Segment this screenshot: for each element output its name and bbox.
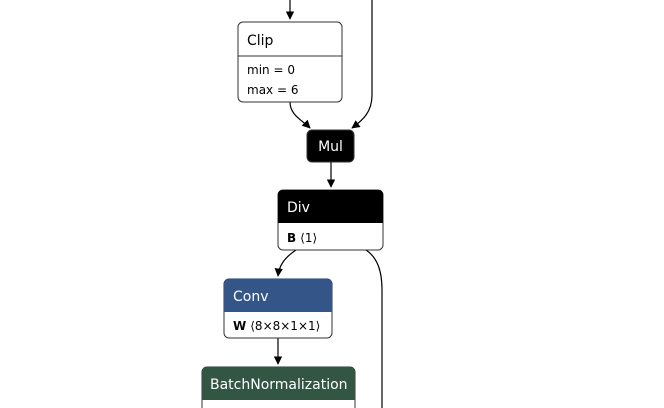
attr-max-name: max: [247, 83, 273, 97]
node-div-input-b: B ⟨1⟩: [287, 231, 317, 245]
attr-max-value: 6: [291, 83, 299, 97]
attr-max-sep: =: [273, 83, 291, 97]
input-b-name: B: [287, 231, 296, 245]
node-conv[interactable]: Conv W ⟨8×8×1×1⟩: [223, 278, 333, 339]
edges: [273, 0, 383, 408]
attr-min-value: 0: [287, 63, 295, 77]
edge-clip-to-mul: [289, 101, 311, 129]
node-mul-title: Mul: [318, 139, 343, 155]
node-div[interactable]: Div B ⟨1⟩: [277, 189, 384, 251]
attr-min-name: min: [247, 63, 270, 77]
node-conv-title: Conv: [233, 289, 269, 305]
node-clip-attr-min: min = 0: [247, 63, 295, 77]
edge-input-to-mul: [351, 0, 373, 129]
node-clip-title: Clip: [247, 33, 274, 49]
node-div-header: [278, 190, 383, 223]
node-conv-header: [224, 279, 332, 312]
node-mul[interactable]: Mul: [306, 129, 355, 163]
node-mul-header: [306, 129, 355, 163]
edge-div-to-downstream: [365, 249, 383, 408]
node-clip-attr-max: max = 6: [247, 83, 298, 97]
node-div-title: Div: [287, 200, 310, 216]
node-clip[interactable]: Clip min = 0 max = 6: [237, 21, 343, 103]
input-w-shape: ⟨8×8×1×1⟩: [250, 319, 320, 333]
edge-div-to-conv: [274, 249, 297, 277]
node-batchnorm-title: BatchNormalization: [210, 377, 348, 393]
node-batchnorm[interactable]: BatchNormalization: [201, 366, 356, 408]
attr-min-sep: =: [270, 63, 288, 77]
node-clip-outline: [237, 21, 343, 103]
input-w-name: W: [233, 319, 246, 333]
input-b-shape: ⟨1⟩: [300, 231, 317, 245]
node-batchnorm-header: [202, 367, 355, 400]
node-conv-input-w: W ⟨8×8×1×1⟩: [233, 319, 320, 333]
